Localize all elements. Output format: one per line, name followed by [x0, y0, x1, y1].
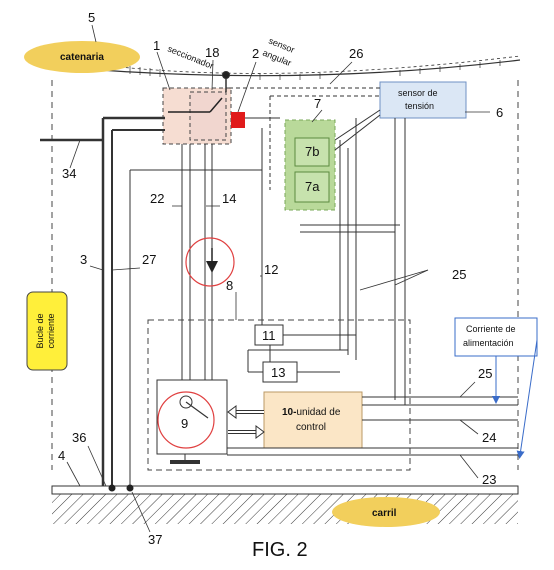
figure-caption: FIG. 2: [252, 539, 308, 561]
ref-14: 14: [222, 191, 236, 206]
ref-4: 4: [58, 448, 65, 463]
corriente-alimentacion-label-1: Corriente de: [466, 324, 516, 334]
ref-5: 5: [88, 10, 95, 25]
ref-1: 1: [153, 38, 160, 53]
sensor-tension-label-1: sensor de: [398, 88, 438, 98]
rail-ground: [51, 485, 519, 524]
control-unit-box: [263, 391, 363, 449]
ref-34: 34: [62, 166, 76, 181]
control-unit-label-1: 10-unidad de: [282, 407, 341, 418]
ref-8: 8: [226, 278, 233, 293]
seccionador-block: [162, 87, 232, 145]
bucle-corriente-box: [26, 291, 68, 371]
block-7: [284, 119, 336, 211]
carril-label: carril: [372, 508, 397, 519]
ref-3: 3: [80, 252, 87, 267]
ref-37: 37: [148, 532, 162, 547]
control-unit-label-2: control: [296, 422, 326, 433]
ref-27: 27: [142, 252, 156, 267]
ref-9: 9: [181, 416, 188, 431]
corriente-alimentacion-label-2: alimentación: [463, 338, 514, 348]
motor-box-9: [156, 379, 228, 455]
ref-26: 26: [349, 46, 363, 61]
ref-36: 36: [72, 430, 86, 445]
ref-2: 2: [252, 46, 259, 61]
carril-highlight: [332, 497, 440, 527]
sensor-tension-label-2: tensión: [405, 101, 434, 111]
ref-13: 13: [271, 365, 285, 380]
top-wires: [222, 71, 380, 190]
ref-18: 18: [205, 45, 219, 60]
ref-12: 12: [264, 262, 278, 277]
bucle-corriente-label-1: Bucle de: [35, 313, 45, 348]
signal-wires-25: [300, 109, 406, 405]
catenaria-wire: [49, 55, 521, 80]
control-unit-number: 10-: [282, 407, 296, 418]
catenaria-label: catenaria: [60, 52, 104, 63]
catenaria-highlight: [24, 41, 140, 73]
sensor-angular: [231, 112, 245, 128]
ref-22: 22: [150, 191, 164, 206]
sensor-tension-box: [379, 81, 467, 119]
ref-23: 23: [482, 472, 496, 487]
vertical-wires: [40, 116, 263, 488]
ref-11: 11: [262, 328, 276, 343]
bucle-corriente-label-2: corriente: [46, 313, 56, 348]
motor-highlight-circle: [157, 391, 215, 449]
direction-highlight-circle: [185, 237, 235, 287]
ref-25b: 25: [478, 366, 492, 381]
box-7a-label: 7a: [305, 179, 320, 194]
ref-6: 6: [496, 105, 503, 120]
enclosure-8: [147, 319, 411, 471]
box-7b-label: 7b: [305, 144, 319, 159]
ref-24: 24: [482, 430, 496, 445]
ref-25a: 25: [452, 267, 466, 282]
ref-7: 7: [314, 96, 321, 111]
control-unit-word: unidad de: [296, 407, 340, 418]
